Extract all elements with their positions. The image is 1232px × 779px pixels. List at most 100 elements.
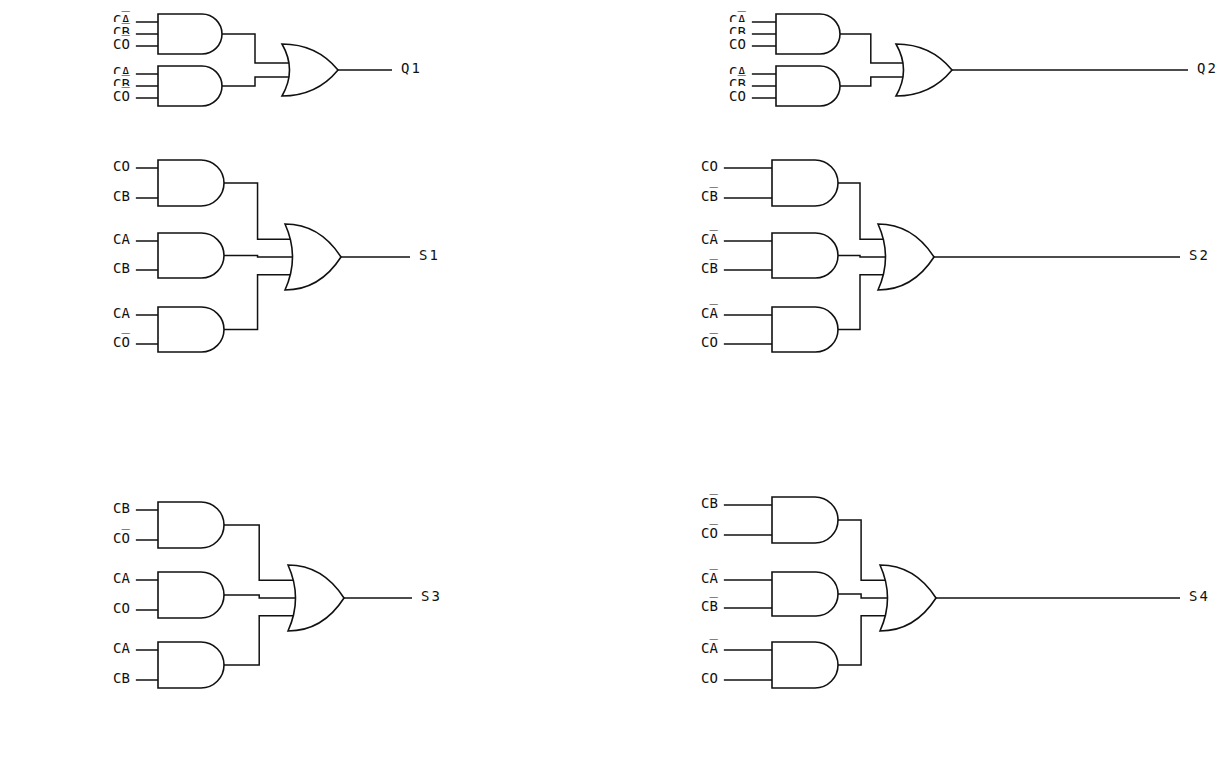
or-gate [896,44,952,96]
output-label: S3 [420,586,443,606]
signal-label: CA̅ [700,568,719,588]
input-wire [136,85,158,87]
input-wire [136,649,158,651]
and-gate [158,642,224,688]
signal-label: CB [112,258,131,278]
or-gate [288,565,344,631]
or-gate [285,224,341,290]
input-wire [724,197,772,199]
signal-label: CA̅ [700,638,719,658]
input-wire [136,314,158,316]
signal-label: CO̅ [112,34,131,54]
signal-label: CO̅ [700,523,719,543]
input-wire [724,343,772,345]
gate-circuit [136,160,410,352]
output-label: Q2 [1196,58,1219,78]
gate-circuit [752,14,1188,106]
and-gate [772,160,838,206]
and-gate [158,160,224,206]
and-gate [772,307,838,352]
gate-wire [224,525,293,580]
input-wire [724,269,772,271]
output-label: S1 [418,245,441,265]
and-gate [158,233,224,278]
signal-label: CA [112,303,131,323]
input-wire [136,269,158,271]
signal-label: CO [112,598,131,618]
or-gate [880,565,936,631]
gate-circuit [136,502,412,688]
gate-wire [838,520,885,580]
input-wire [752,33,776,35]
input-wire [136,97,158,99]
input-wire [136,343,158,345]
signal-label: CA [112,638,131,658]
output-label: S4 [1188,586,1211,606]
and-gate [158,307,224,352]
input-wire [724,534,772,536]
input-wire [752,85,776,87]
output-wire [344,597,412,599]
gate-wire [840,77,903,86]
or-gate [282,44,338,96]
gate-wire [838,183,883,239]
signal-label: CB̅ [700,596,719,616]
signal-label: CA [112,568,131,588]
input-wire [724,607,772,609]
input-wire [724,649,772,651]
input-wire [136,509,158,511]
input-wire [724,504,772,506]
gate-wire [838,616,885,665]
signal-label: CB̅ [700,258,719,278]
gate-wire [838,256,886,258]
input-wire [136,167,158,169]
input-wire [136,539,158,541]
signal-label: CB [112,186,131,206]
gate-circuit [724,497,1180,688]
input-wire [136,240,158,242]
gate-wire [224,275,290,330]
input-wire [724,679,772,681]
gate-wire [224,616,293,665]
signal-label: CA̅ [700,303,719,323]
output-wire [338,69,392,71]
signal-label: CB [112,668,131,688]
and-gate [772,572,838,616]
signal-label: CA̅ [700,229,719,249]
signal-label: CB̅ [700,493,719,513]
signal-label: CO [700,156,719,176]
output-wire [952,69,1188,71]
signal-label: CO [728,86,747,106]
input-wire [752,73,776,75]
and-gate [772,497,838,543]
input-wire [136,609,158,611]
input-wire [136,33,158,35]
output-label: Q1 [400,58,423,78]
input-wire [136,679,158,681]
input-wire [136,197,158,199]
gate-circuit [136,14,392,106]
signal-label: CO̅ [700,332,719,352]
signal-label: CO̅ [112,332,131,352]
input-wire [724,314,772,316]
gate-wire [222,77,289,86]
input-wire [136,579,158,581]
and-gate [158,502,224,548]
output-wire [936,597,1180,599]
or-gate [878,224,934,290]
gate-wire [224,595,296,598]
output-label: S2 [1188,245,1211,265]
gate-wire [224,256,293,258]
input-wire [136,45,158,47]
gate-circuit [724,160,1180,352]
output-wire [934,256,1180,258]
input-wire [724,167,772,169]
and-gate [158,572,224,618]
signal-label: CO [700,668,719,688]
input-wire [724,579,772,581]
and-gate [772,233,838,278]
signal-label: CO [728,34,747,54]
gate-wire [222,34,289,63]
input-wire [724,240,772,242]
